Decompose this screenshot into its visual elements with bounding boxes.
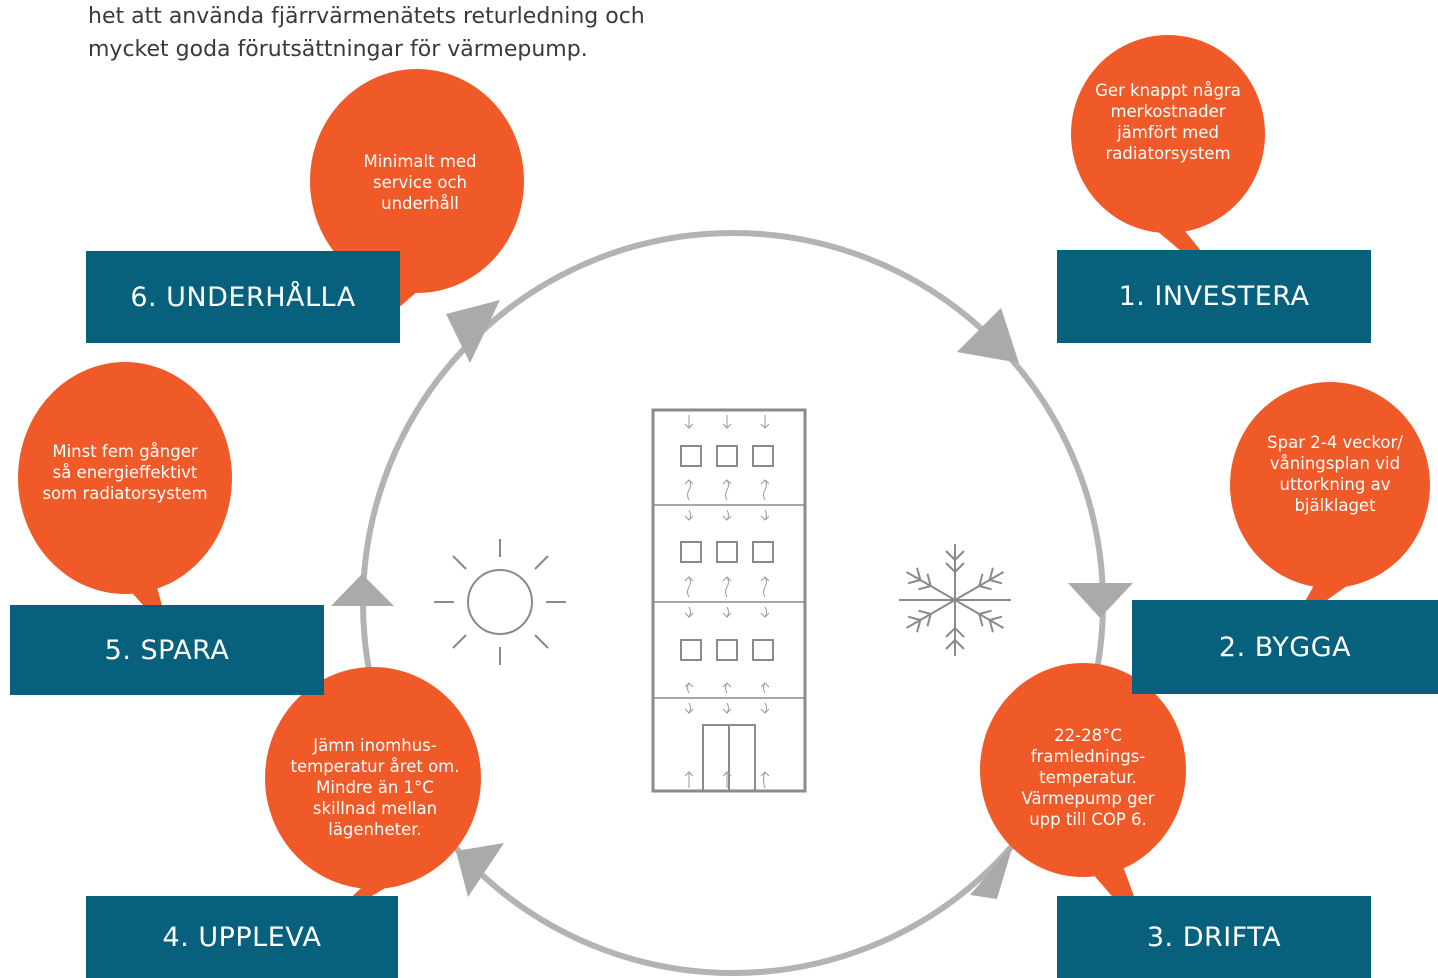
note-drifta: 22-28°C framlednings- temperatur. Värmep… — [993, 710, 1183, 845]
building-icon — [651, 408, 807, 793]
note-line: temperatur året om. — [290, 757, 460, 776]
note-line: våningsplan vid — [1269, 454, 1401, 473]
note-uppleva: Jämn inomhus- temperatur året om. Mindre… — [275, 720, 475, 855]
note-line: Minimalt med — [363, 151, 477, 171]
intro-text: het att använda fjärrvärmenätets returle… — [88, 0, 788, 66]
note-line: skillnad mellan — [312, 799, 438, 818]
note-line: radiatorsystem — [1105, 144, 1231, 163]
note-line: Mindre än 1°C — [316, 778, 434, 797]
stage-label: 6. UNDERHÅLLA — [130, 281, 356, 313]
stage-label: 5. SPARA — [104, 634, 230, 666]
note-line: Ger knappt några — [1095, 81, 1241, 100]
note-line: framlednings- — [1030, 747, 1146, 766]
cycle-arrow-icon — [446, 300, 500, 363]
note-line: Minst fem gånger — [52, 441, 198, 461]
note-investera: Ger knappt några merkostnader jämfört me… — [1078, 66, 1258, 178]
cycle-arrow-icon — [957, 308, 1019, 363]
cycle-arrow-icon — [1068, 583, 1133, 618]
stage-investera: 1. INVESTERA — [1057, 250, 1371, 343]
stage-drifta: 3. DRIFTA — [1057, 896, 1371, 978]
stage-label: 4. UPPLEVA — [162, 921, 322, 953]
note-line: jämfört med — [1117, 123, 1219, 142]
cycle-arrow-icon — [331, 574, 394, 606]
note-line: temperatur. — [1039, 768, 1137, 787]
stage-underhalla: 6. UNDERHÅLLA — [86, 251, 400, 343]
note-line: så energieffektivt — [52, 462, 198, 482]
note-line: underhåll — [381, 193, 459, 213]
note-line: som radiatorsystem — [42, 483, 208, 503]
note-line: service och — [373, 172, 467, 192]
stage-label: 1. INVESTERA — [1118, 281, 1310, 312]
intro-line: mycket goda förutsättningar för värmepum… — [88, 37, 588, 62]
stage-uppleva: 4. UPPLEVA — [86, 896, 398, 978]
snowflake-icon — [899, 544, 1011, 656]
note-line: 22-28°C — [1054, 726, 1122, 745]
note-line: lägenheter. — [328, 820, 422, 839]
sun-icon — [434, 539, 566, 665]
stage-label: 2. BYGGA — [1218, 631, 1352, 663]
note-line: upp till COP 6. — [1029, 810, 1147, 829]
stage-label: 3. DRIFTA — [1146, 921, 1282, 953]
note-line: bjälklaget — [1294, 496, 1376, 515]
cycle-arrow-icon — [970, 845, 1013, 899]
note-line: Värmepump ger — [1021, 789, 1155, 808]
stage-spara: 5. SPARA — [10, 605, 324, 695]
stage-bygga: 2. BYGGA — [1132, 600, 1438, 694]
cycle-arrow-icon — [456, 843, 504, 897]
note-bygga: Spar 2-4 veckor/ våningsplan vid uttorkn… — [1240, 418, 1430, 530]
note-line: uttorkning av — [1279, 475, 1391, 494]
intro-line: het att använda fjärrvärmenätets returle… — [88, 4, 645, 29]
note-spara: Minst fem gånger så energieffektivt som … — [20, 432, 230, 512]
note-underhalla: Minimalt med service och underhåll — [330, 142, 510, 222]
note-line: Jämn inomhus- — [313, 736, 437, 755]
note-line: merkostnader — [1110, 102, 1226, 121]
note-line: Spar 2-4 veckor/ — [1267, 433, 1403, 452]
